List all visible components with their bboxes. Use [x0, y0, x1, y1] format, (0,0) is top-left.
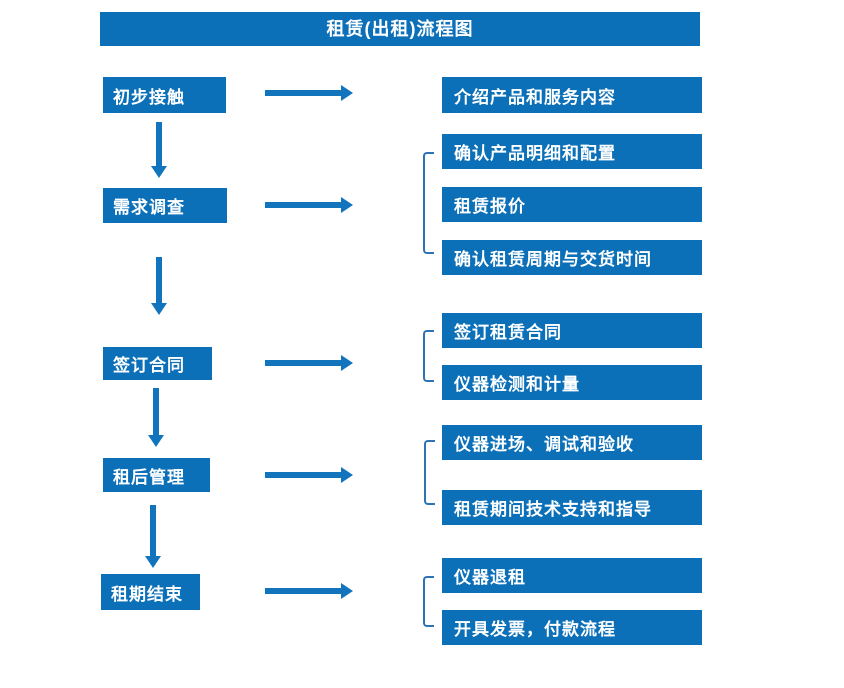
detail-box-3-2: 仪器检测和计量 [442, 365, 702, 400]
bracket-group-3 [423, 330, 434, 382]
step-box-rental-end: 租期结束 [101, 574, 200, 610]
arrow-head-icon [341, 85, 353, 101]
arrow-shaft [265, 472, 341, 478]
bracket-group-2 [423, 152, 434, 254]
arrow-right-3 [265, 355, 353, 371]
detail-box-2-1: 确认产品明细和配置 [442, 134, 702, 169]
arrow-down-3 [147, 388, 164, 447]
arrow-head-icon [144, 556, 161, 568]
arrow-right-5 [265, 583, 353, 599]
step-box-post-rental-management: 租后管理 [103, 458, 210, 492]
arrow-shaft [265, 588, 341, 594]
bracket-group-5 [423, 576, 434, 627]
arrow-head-icon [341, 355, 353, 371]
flowchart-title: 租赁(出租)流程图 [100, 12, 700, 46]
arrow-head-icon [147, 435, 164, 447]
arrow-down-2 [150, 257, 167, 315]
arrow-down-1 [150, 122, 167, 178]
detail-box-4-2: 租赁期间技术支持和指导 [442, 490, 702, 525]
detail-box-3-1: 签订租赁合同 [442, 313, 702, 348]
arrow-head-icon [150, 166, 167, 178]
arrow-shaft [149, 505, 156, 556]
detail-box-2-2: 租赁报价 [442, 187, 702, 222]
arrow-right-2 [265, 197, 353, 213]
detail-box-5-2: 开具发票，付款流程 [442, 610, 702, 645]
detail-box-4-1: 仪器进场、调试和验收 [442, 425, 702, 460]
arrow-right-1 [265, 85, 353, 101]
arrow-head-icon [341, 467, 353, 483]
arrow-shaft [152, 388, 159, 435]
arrow-head-icon [150, 303, 167, 315]
arrow-head-icon [341, 197, 353, 213]
arrow-shaft [155, 257, 162, 303]
detail-box-5-1: 仪器退租 [442, 558, 702, 593]
arrow-head-icon [341, 583, 353, 599]
arrow-shaft [265, 360, 341, 366]
arrow-down-4 [144, 505, 161, 568]
arrow-shaft [265, 90, 341, 96]
step-box-sign-contract: 签订合同 [103, 347, 212, 380]
arrow-shaft [265, 202, 341, 208]
step-box-demand-survey: 需求调查 [103, 188, 227, 223]
arrow-right-4 [265, 467, 353, 483]
bracket-group-4 [424, 440, 435, 505]
arrow-shaft [155, 122, 162, 166]
detail-box-2-3: 确认租赁周期与交货时间 [442, 240, 702, 275]
step-box-initial-contact: 初步接触 [103, 77, 226, 113]
detail-box-1-1: 介绍产品和服务内容 [442, 77, 702, 113]
